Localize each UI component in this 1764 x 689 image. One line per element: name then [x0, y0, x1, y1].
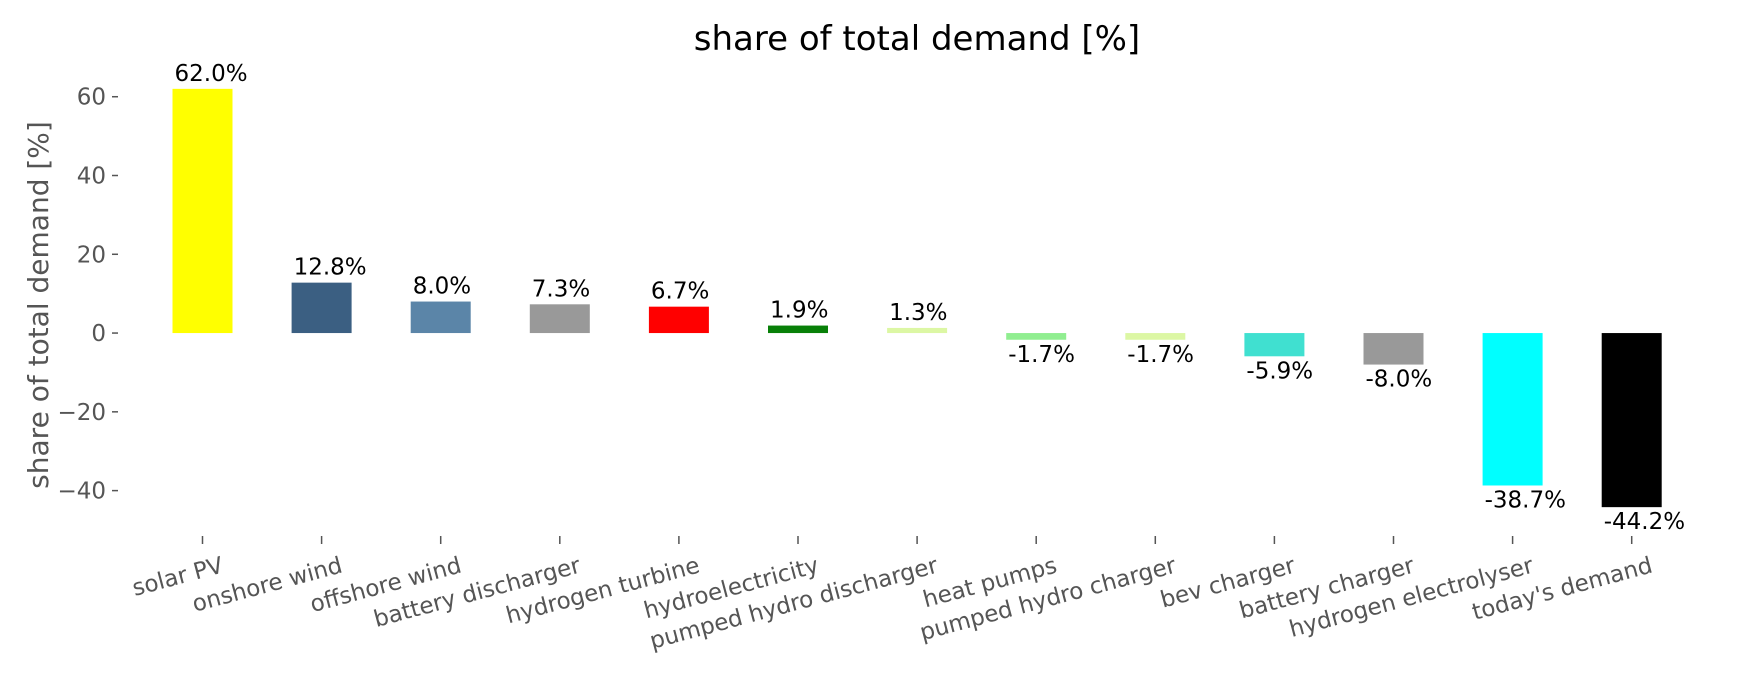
y-tick-label: −40 — [57, 479, 106, 505]
bar — [1601, 333, 1662, 508]
y-axis: −40 −20 0 20 40 60 — [57, 85, 118, 505]
data-label: 12.8% — [294, 255, 367, 281]
bar — [1363, 333, 1424, 365]
data-label: -8.0% — [1366, 367, 1433, 393]
y-axis-label: share of total demand [%] — [22, 121, 55, 489]
bar — [887, 327, 948, 334]
y-tick-label: 0 — [91, 321, 106, 347]
data-label: -5.9% — [1246, 358, 1313, 384]
y-tick-label: 60 — [77, 85, 106, 111]
bar — [291, 282, 352, 334]
bars: 62.0% 12.8% 8.0% 7.3% 6.7% 1.9% 1.3% -1.7% -1.7%… — [172, 61, 1685, 535]
bar — [648, 306, 709, 334]
chart-title: share of total demand [%] — [694, 19, 1140, 59]
bar — [1006, 333, 1067, 340]
bar — [529, 304, 590, 334]
bar — [768, 325, 828, 334]
bar — [172, 88, 233, 334]
data-label: -38.7% — [1485, 487, 1566, 513]
data-label: 7.3% — [532, 276, 590, 302]
bar — [1244, 333, 1305, 357]
data-label: 62.0% — [175, 61, 248, 87]
data-label: -1.7% — [1008, 342, 1075, 368]
data-label: -44.2% — [1604, 509, 1685, 535]
y-tick-label: 40 — [77, 164, 106, 190]
bar — [1482, 333, 1543, 486]
data-label: 6.7% — [651, 279, 709, 305]
bar — [1125, 333, 1186, 340]
data-label: 1.9% — [770, 298, 828, 324]
data-label: 1.3% — [889, 300, 947, 326]
y-tick-label: −20 — [57, 400, 106, 426]
bar — [410, 301, 471, 334]
y-tick-label: 20 — [77, 242, 106, 268]
data-label: -1.7% — [1127, 342, 1194, 368]
data-label: 8.0% — [413, 274, 471, 300]
